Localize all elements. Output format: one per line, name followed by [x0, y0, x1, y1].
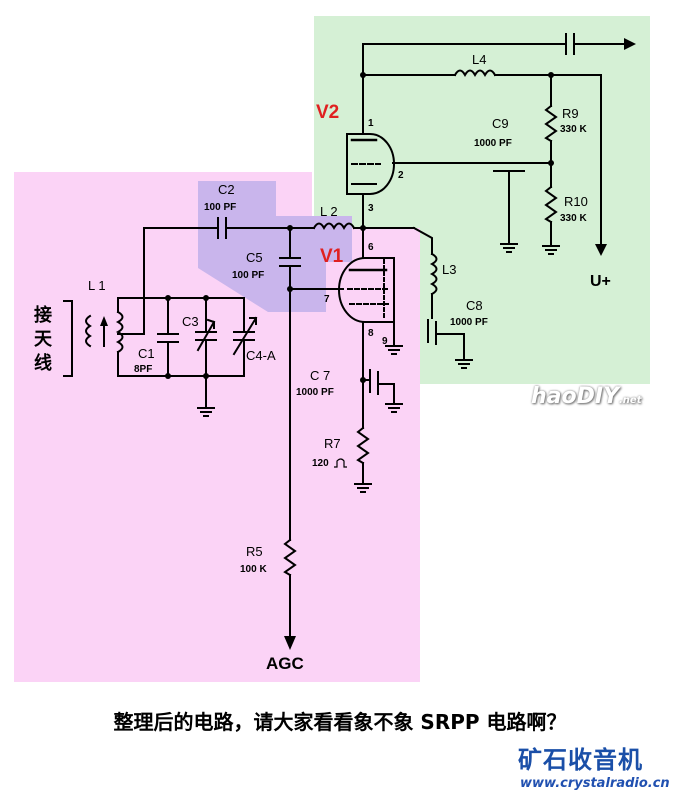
capacitor-c4a	[232, 297, 258, 377]
c3-label: C3	[182, 314, 199, 329]
pin-9: 9	[382, 336, 388, 347]
r9-value: 330 K	[560, 124, 587, 135]
c5-label: C5	[246, 250, 263, 265]
r5-value: 100 K	[240, 564, 267, 575]
resistor-r10	[542, 162, 560, 255]
agc-label: AGC	[266, 654, 304, 673]
v1-label: V1	[320, 246, 344, 267]
capacitor-c2	[143, 217, 227, 335]
resistor-r9	[544, 72, 558, 166]
watermark-main: haoDIY	[531, 384, 619, 409]
c8-value: 1000 PF	[450, 317, 488, 328]
tube-v1	[338, 227, 403, 369]
brand-url[interactable]: www.crystalradio.cn	[520, 776, 670, 791]
c1-value: 8PF	[134, 364, 152, 375]
r10-label: R10	[564, 194, 588, 209]
background-regions	[14, 16, 650, 682]
watermark-suffix: .net	[619, 395, 642, 406]
pin-1: 1	[368, 118, 374, 129]
c1-label: C1	[138, 346, 155, 361]
tuning-network	[85, 295, 245, 379]
green-region	[314, 16, 650, 384]
c5-value: 100 PF	[232, 270, 264, 281]
antenna-label-text: 接天线	[34, 305, 52, 374]
r9-label: R9	[562, 106, 579, 121]
c2-label: C2	[218, 182, 235, 197]
tube-v2	[346, 115, 395, 229]
c7-label: C 7	[310, 368, 330, 383]
antenna-bracket	[63, 300, 73, 377]
pin-3: 3	[368, 203, 374, 214]
pin-2: 2	[398, 170, 404, 181]
inductor-l2	[227, 222, 364, 231]
v2-label: V2	[316, 102, 339, 123]
omega-symbol	[334, 458, 347, 468]
capacitor-c5	[279, 227, 344, 292]
top-output-line	[360, 33, 636, 117]
uplus-label: U+	[590, 273, 611, 290]
c7-value: 1000 PF	[296, 387, 334, 398]
brand-logo: 矿石收音机	[518, 746, 643, 774]
c8-label: C8	[466, 298, 483, 313]
capacitor-c3	[195, 297, 217, 417]
haodiy-watermark: haoDIY.net	[531, 384, 641, 409]
capacitor-c8	[427, 319, 473, 369]
c2-value: 100 PF	[204, 202, 236, 213]
resistor-r5	[283, 538, 297, 650]
r7-label: R7	[324, 436, 341, 451]
inductor-l4	[362, 69, 607, 256]
schematic-labels: V2 V1 L4 R9 330 K C9 1000 PF R10 330 K U…	[88, 52, 611, 673]
l4-label: L4	[472, 52, 486, 67]
resistor-r7	[354, 367, 372, 493]
capacitor-c9	[392, 162, 552, 253]
l2-label: L 2	[320, 204, 338, 219]
inductor-l3	[412, 226, 438, 319]
antenna-label: 接天线	[34, 304, 56, 376]
caption: 整理后的电路，请大家看看象不象 SRPP 电路啊？	[113, 710, 567, 734]
capacitor-c1	[157, 297, 179, 377]
l1-label: L 1	[88, 278, 106, 293]
pin-8: 8	[368, 328, 374, 339]
r5-label: R5	[246, 544, 263, 559]
c9-value: 1000 PF	[474, 138, 512, 149]
lavender-region	[198, 181, 352, 312]
c4-label: C4-A	[246, 348, 276, 363]
r10-value: 330 K	[560, 213, 587, 224]
l3-label: L3	[442, 262, 456, 277]
pin-7: 7	[324, 294, 330, 305]
c9-label: C9	[492, 116, 509, 131]
pin-6: 6	[368, 242, 374, 253]
r7-value: 120	[312, 458, 329, 469]
circuit-schematic: V2 V1 L4 R9 330 K C9 1000 PF R10 330 K U…	[14, 16, 650, 682]
